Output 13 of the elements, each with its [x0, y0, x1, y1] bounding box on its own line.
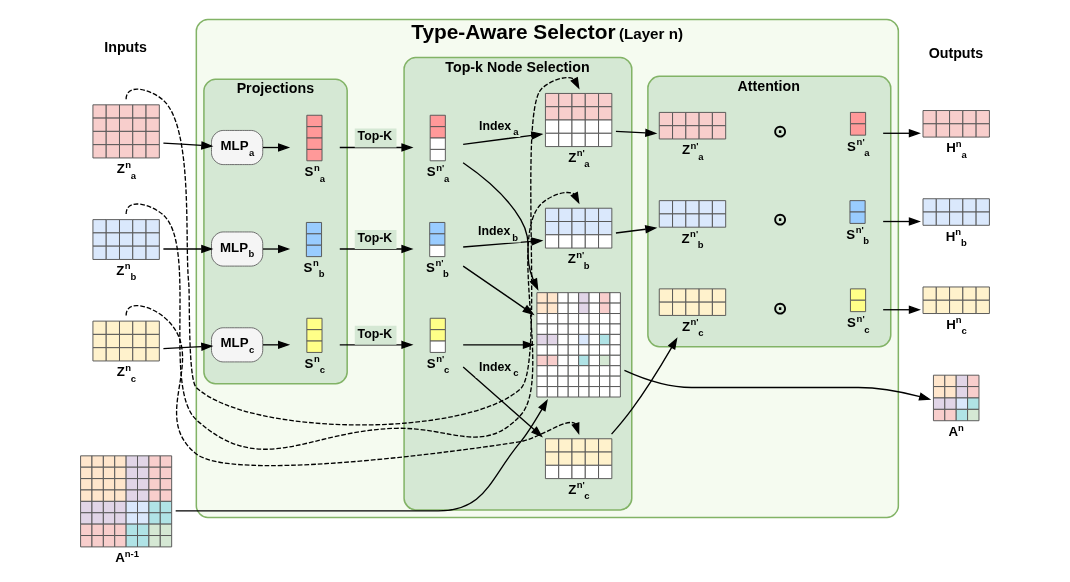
edge-label: Index$_{b}$ — [478, 224, 519, 243]
label: Inputs — [104, 39, 147, 56]
label: ⊙ — [773, 209, 788, 229]
edge-label: Index$_{a}$ — [479, 118, 519, 138]
label: ⊙ — [773, 122, 788, 142]
label: Outputs — [928, 44, 984, 61]
edge-label: Top-K — [357, 230, 393, 245]
edge-label: Top-K — [357, 326, 393, 341]
node-label: A$^{n-1}$ — [115, 547, 139, 566]
node-label: A$^{n}$ — [948, 421, 964, 440]
edge-label: Top-K — [357, 129, 393, 144]
label: ⊙ — [773, 298, 788, 318]
edge-label: Index$_{c}$ — [479, 359, 519, 379]
